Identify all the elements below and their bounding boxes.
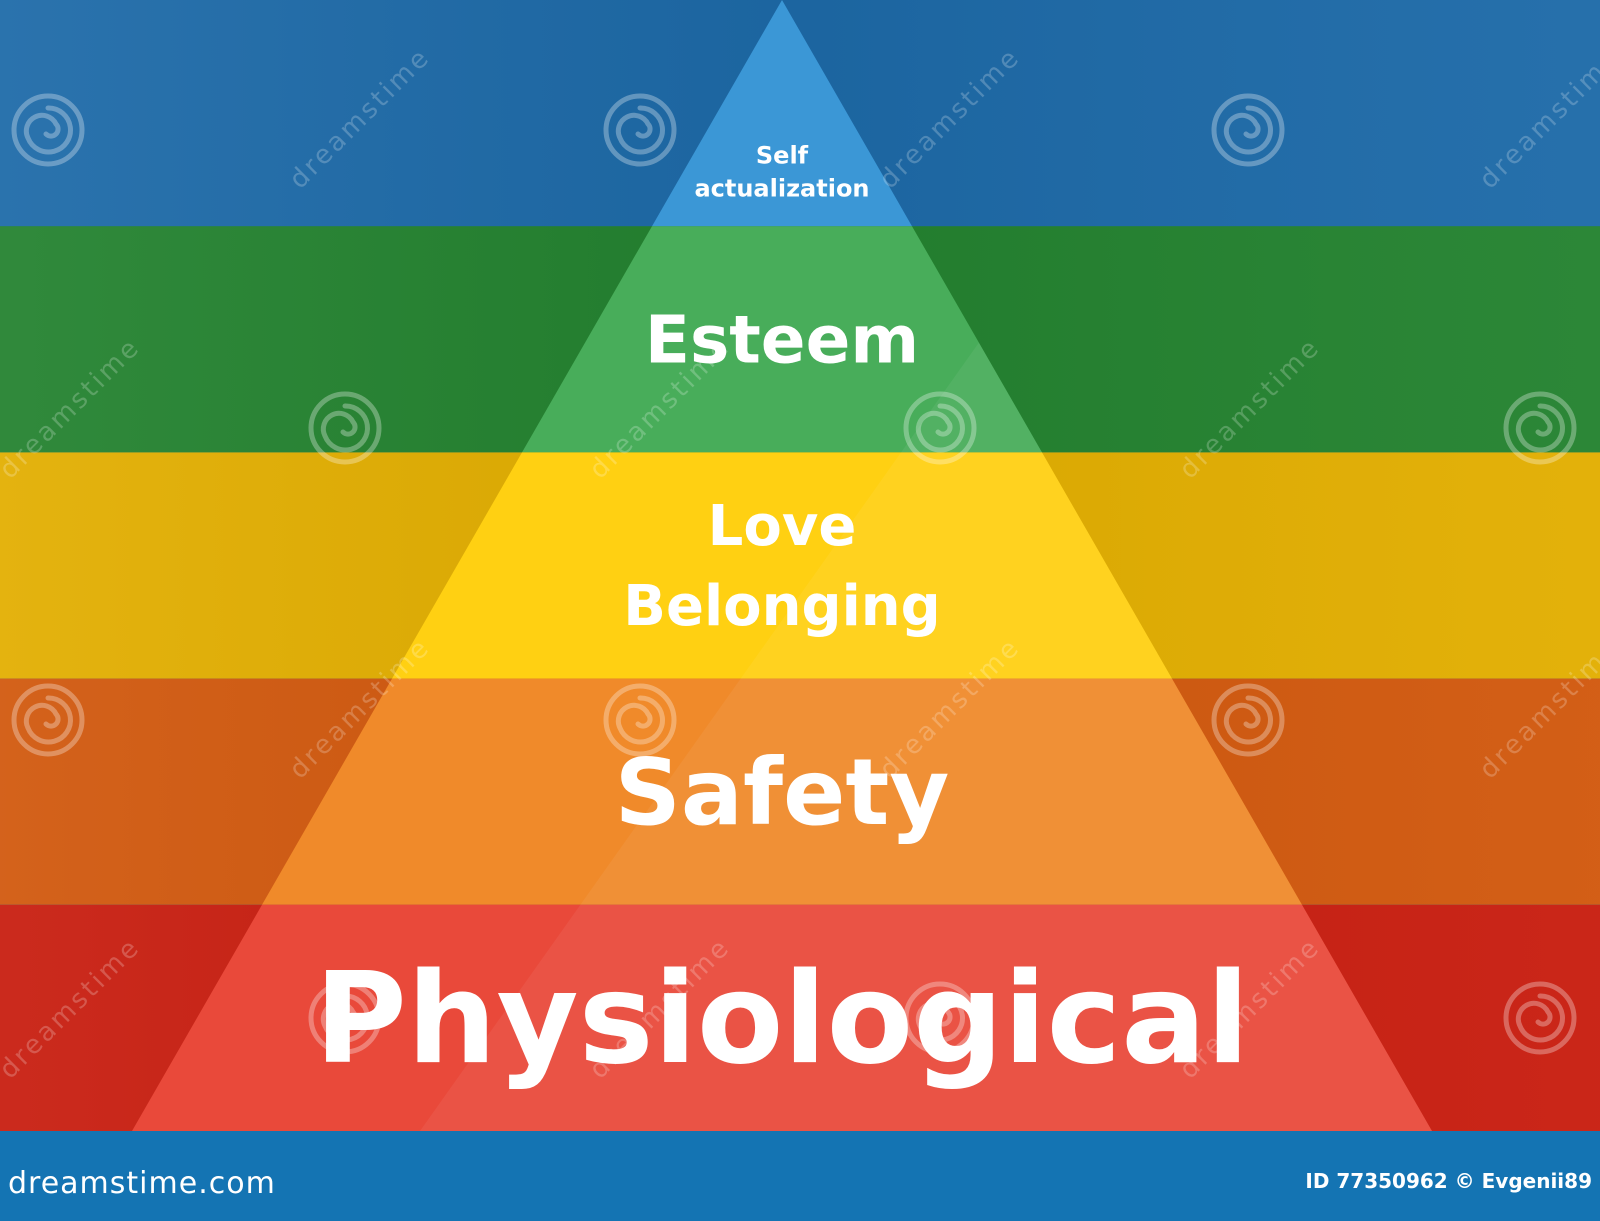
watermark-spiral-icon [603, 683, 677, 757]
level-3-label-line-2: Belonging [623, 574, 940, 639]
footer-background [0, 1131, 1600, 1221]
watermark-spiral-icon [1503, 391, 1577, 465]
watermark-spiral-icon [903, 981, 977, 1055]
pyramid-tier-1 [652, 0, 912, 227]
watermark-spiral-icon [308, 981, 382, 1055]
pyramid-tier-4 [262, 678, 1302, 905]
level-labels: Self actualizationEsteemLoveBelongingSafe… [315, 141, 1250, 1092]
watermark-spiral-icon [308, 391, 382, 465]
pyramid-tier-3 [392, 452, 1172, 679]
watermark-spiral-icon [603, 93, 677, 167]
level-3-label-line-1: Love [708, 494, 857, 559]
footer-bar: dreamstime.com ID 77350962 © Evgenii89 [0, 1131, 1600, 1221]
level-4-label-line-1: Safety [615, 739, 950, 846]
level-1-label-line-2: actualization [694, 174, 869, 202]
watermark-spiral-icon [1503, 981, 1577, 1055]
level-2-label-line-1: Esteem [645, 301, 919, 378]
pyramid-tier-2 [522, 226, 1042, 453]
pyramid-tier-5 [132, 904, 1432, 1131]
footer-credit-text: ID 77350962 © Evgenii89 [1305, 1169, 1592, 1193]
level-5-label-line-1: Physiological [315, 945, 1250, 1092]
watermark-spiral-icon [1211, 93, 1285, 167]
watermark-spiral-icon [11, 93, 85, 167]
watermark-spiral-icon [11, 683, 85, 757]
level-1-label-line-1: Self [756, 141, 809, 169]
footer-logo-text: dreamstime.com [8, 1166, 276, 1201]
watermark-spiral-icon [903, 391, 977, 465]
watermark-spiral-icon [1211, 683, 1285, 757]
